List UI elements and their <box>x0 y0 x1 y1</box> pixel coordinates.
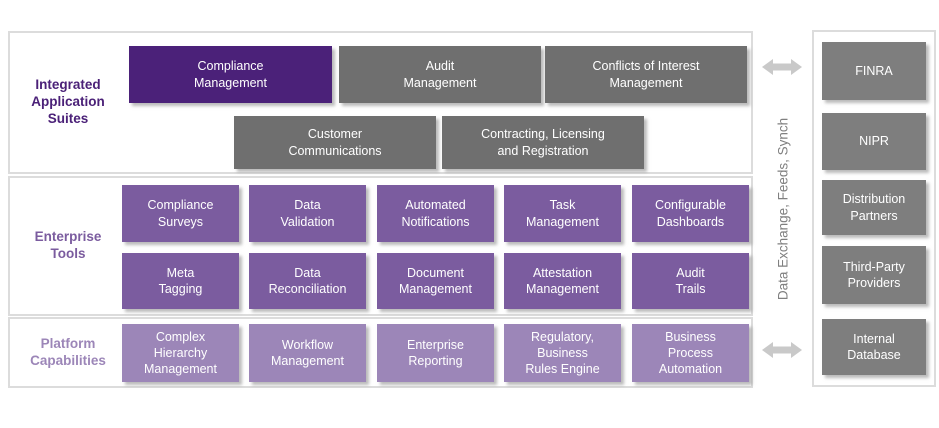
box-audit-trails: Audit Trails <box>632 253 749 309</box>
box-label: Business Process Automation <box>658 329 723 377</box>
box-automated-notifications: Automated Notifications <box>377 185 494 242</box>
box-label: Customer Communications <box>288 127 382 158</box>
double-arrow-icon <box>762 59 802 75</box>
box-audit-management: Audit Management <box>339 46 541 103</box>
section-label-enterprise-tools: Enterprise Tools <box>34 229 102 261</box>
box-label: Compliance Surveys <box>147 198 214 229</box>
box-meta-tagging: Meta Tagging <box>122 253 239 309</box>
box-contracting-licensing-registration: Contracting, Licensing and Registration <box>442 116 644 169</box>
box-nipr: NIPR <box>822 113 926 170</box>
box-data-validation: Data Validation <box>249 185 366 242</box>
box-third-party-providers: Third-Party Providers <box>822 246 926 304</box>
box-internal-database: Internal Database <box>822 319 926 375</box>
box-label: Audit Management <box>403 59 477 90</box>
box-label: Conflicts of Interest Management <box>592 59 700 90</box>
box-label: Data Reconciliation <box>268 265 347 296</box>
box-label: Configurable Dashboards <box>655 198 726 229</box>
box-label: Third-Party Providers <box>843 259 905 290</box>
box-label: NIPR <box>859 134 889 149</box>
box-label: Document Management <box>399 265 472 296</box>
box-distribution-partners: Distribution Partners <box>822 180 926 235</box>
box-label: Distribution Partners <box>842 192 906 223</box>
box-label: Data Validation <box>280 198 335 229</box>
box-label: Attestation Management <box>526 265 599 296</box>
double-arrow-icon <box>762 342 802 358</box>
section-label-integrated-application-suites: Integrated Application Suites <box>31 77 105 126</box>
box-label: Enterprise Reporting <box>407 337 464 368</box>
box-label: Meta Tagging <box>158 265 203 296</box>
box-complex-hierarchy-management: Complex Hierarchy Management <box>122 324 239 382</box>
box-task-management: Task Management <box>504 185 621 242</box>
box-label: Task Management <box>526 198 599 229</box>
box-compliance-management: Compliance Management <box>129 46 332 103</box>
box-business-process-automation: Business Process Automation <box>632 324 749 382</box>
box-label: Internal Database <box>847 331 901 362</box>
box-label: Compliance Management <box>194 59 267 90</box>
box-workflow-management: Workflow Management <box>249 324 366 382</box>
section-integrated-application-suites: Integrated Application Suites Compliance… <box>8 31 753 174</box>
box-label: FINRA <box>855 63 893 78</box>
box-label: Audit Trails <box>675 265 706 296</box>
data-exchange-label: Data Exchange, Feeds, Synch <box>775 117 791 301</box>
box-compliance-surveys: Compliance Surveys <box>122 185 239 242</box>
box-data-reconciliation: Data Reconciliation <box>249 253 366 309</box>
box-label: Regulatory, Business Rules Engine <box>525 329 600 377</box>
section-enterprise-tools: Enterprise Tools Compliance Surveys Data… <box>8 176 753 316</box>
box-label: Complex Hierarchy Management <box>144 329 217 377</box>
box-finra: FINRA <box>822 42 926 100</box>
box-enterprise-reporting: Enterprise Reporting <box>377 324 494 382</box>
box-document-management: Document Management <box>377 253 494 309</box>
box-label: Workflow Management <box>271 337 344 368</box>
box-attestation-management: Attestation Management <box>504 253 621 309</box>
box-label: Automated Notifications <box>401 198 470 229</box>
panel-external-systems: FINRA NIPR Distribution Partners Third-P… <box>812 30 936 387</box>
box-configurable-dashboards: Configurable Dashboards <box>632 185 749 242</box>
box-conflicts-of-interest-management: Conflicts of Interest Management <box>545 46 747 103</box>
box-regulatory-business-rules-engine: Regulatory, Business Rules Engine <box>504 324 621 382</box>
box-label: Contracting, Licensing and Registration <box>481 127 605 158</box>
box-customer-communications: Customer Communications <box>234 116 436 169</box>
section-platform-capabilities: Platform Capabilities Complex Hierarchy … <box>8 317 753 388</box>
section-label-platform-capabilities: Platform Capabilities <box>30 335 106 368</box>
